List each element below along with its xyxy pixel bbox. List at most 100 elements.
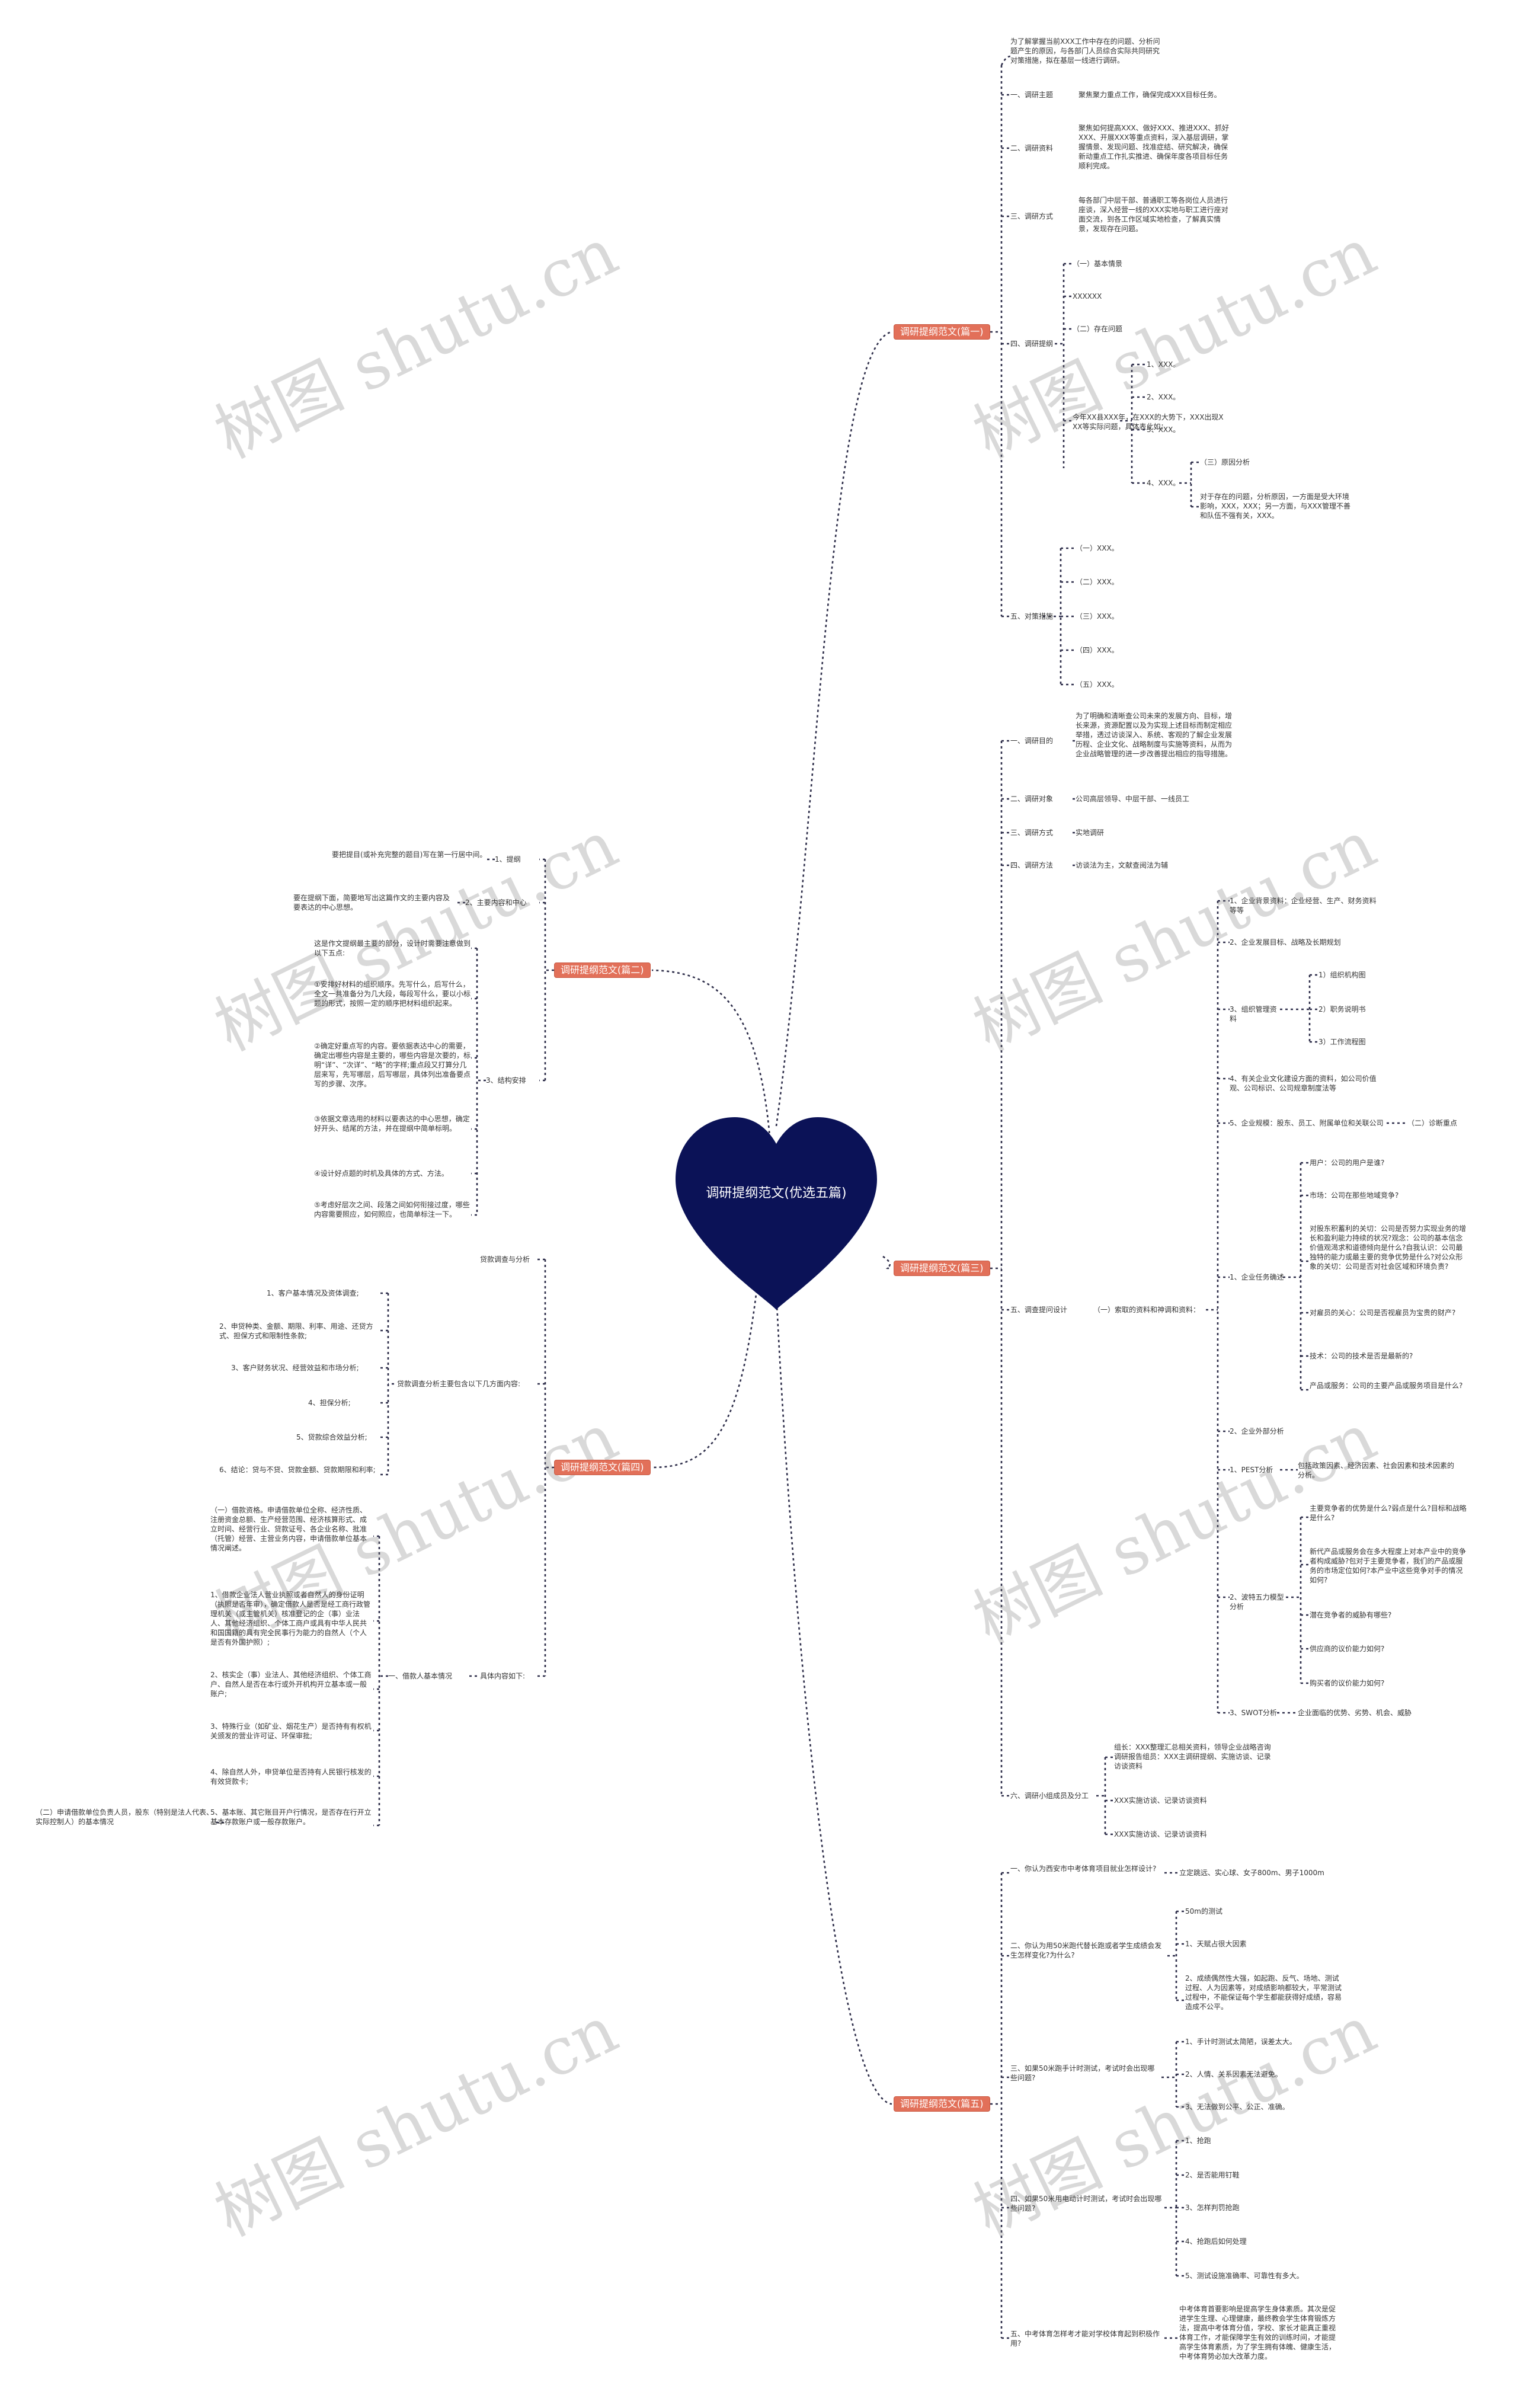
node-p3-t2b1[interactable]: 主要竞争者的优势是什么?弱点是什么?目标和战略是什么? [1310,1504,1467,1522]
node-p1-method-c[interactable]: 每各部门中层干部、普通职工等各岗位人员进行座谈，深入经营一线的XXX实地与职工进… [1078,196,1228,233]
node-p1-o2a3[interactable]: 3、XXX。 [1147,426,1180,434]
node-p3-team1[interactable]: 组长：XXX整理汇总相关资料，领导企业战略咨询调研报告组员：XXX主调研提纲、实… [1114,1743,1271,1770]
node-p5-q1a[interactable]: 立定跳远、实心球、女子800m、男子1000m [1179,1869,1324,1877]
node-p1-measure[interactable]: 五、对策措施 [1010,612,1054,621]
node-p4-m6[interactable]: 6、结论：贷与不贷、贷款金额、贷款期限和利率; [219,1466,376,1474]
node-p4-bottom[interactable]: 具体内容如下: [480,1672,526,1680]
node-p3-t2b[interactable]: 2、波特五力模型分析 [1230,1593,1284,1611]
node-p3-t2b3[interactable]: 潜在竞争者的威胁有哪些? [1310,1611,1392,1619]
node-p5-q1[interactable]: 一、你认为西安市中考体育项目就业怎样设计? [1010,1865,1157,1873]
node-p5-q2[interactable]: 二、你认为用50米跑代替长跑或者学生成绩会发生怎样变化?为什么? [1010,1942,1162,1959]
node-p3-t2b5[interactable]: 购买者的议价能力如何? [1310,1679,1385,1687]
node-p5-q3a[interactable]: 1、手计时测试太简陋，误差太大。 [1185,2038,1297,2046]
node-p3-t1d[interactable]: 对雇员的关心：公司是否视雇员为宝贵的财产? [1310,1309,1456,1317]
node-p1-o2a2[interactable]: 2、XXX。 [1147,393,1180,401]
node-p3-o3a[interactable]: 1）组织机构图 [1318,971,1366,979]
node-p1-o2a[interactable]: 今年XX县XXX年，在XXX的大势下，XXX出现XXX等实际问题，具体表此如： [1073,413,1224,431]
node-p3-t1a[interactable]: 用户：公司的用户是谁? [1310,1159,1385,1167]
branch-part-5[interactable]: 调研提纲范文(篇五) [894,2096,990,2112]
node-p2-3e[interactable]: ④设计好点题的时机及具体的方式、方法。 [314,1169,449,1178]
node-p3-team3[interactable]: XXX实施访谈、记录访谈资料 [1114,1830,1207,1838]
node-p3-o3b[interactable]: 2）职务说明书 [1318,1005,1366,1013]
node-p5-q4e[interactable]: 5、测试设施准确率、可靠性有多大。 [1185,2272,1304,2280]
node-p4-m1[interactable]: 1、客户基本情况及资体调查; [267,1289,359,1297]
node-p3-t1b[interactable]: 市场：公司在那些地域竞争? [1310,1191,1399,1200]
node-p1-m2[interactable]: （二）XXX。 [1076,578,1119,586]
node-p3-purpose[interactable]: 一、调研目的 [1010,737,1054,745]
node-p3-t1c[interactable]: 对股东积蓄利的关切：公司是否努力实现业务的增长和盈利能力持续的状况?观念：公司的… [1310,1224,1467,1271]
node-p3-o5a[interactable]: （二）诊断重点 [1407,1119,1458,1127]
node-p5-q5[interactable]: 五、中考体育怎样考才能对学校体育起到积极作用? [1010,2330,1160,2348]
node-p3-t1f[interactable]: 产品或服务：公司的主要产品或服务项目是什么? [1310,1382,1463,1390]
node-p5-q2a[interactable]: 50m的测试 [1185,1907,1222,1915]
node-p3-target-c[interactable]: 公司高层领导、中层干部、一线员工 [1076,795,1190,803]
node-p1-intro[interactable]: 为了解掌握当前XXX工作中存在的问题、分析问题产生的原因，与各部门人员综合实际共… [1010,37,1160,65]
node-p1-o1a[interactable]: XXXXXX [1073,292,1102,300]
node-p3-o5[interactable]: 5、企业规模：股东、员工、附属单位和关联公司 [1230,1119,1384,1127]
node-p5-q5a[interactable]: 中考体育首要影响是提高学生身体素质。其次是促进学生生理、心理健康，最终教会学生体… [1179,2305,1336,2361]
node-p2-3f[interactable]: ⑤考虑好层次之间、段落之间如何衔接过度，哪些内容需要照应，如何照应，也简单标注一… [314,1201,470,1219]
node-p4-b1[interactable]: 一、借款人基本情况 [388,1672,453,1680]
node-p4-m3[interactable]: 3、客户财务状况、经营效益和市场分析; [231,1364,359,1372]
node-p3-t2a[interactable]: 1、PEST分析 [1230,1466,1273,1474]
node-p4-b2[interactable]: （二）申请借款单位负责人员，股东（特别是法人代表、实际控制人）的基本情况 [36,1808,214,1826]
node-p3-o3[interactable]: 3、组织管理资料 [1230,1005,1277,1023]
node-p1-o2[interactable]: （二）存在问题 [1073,325,1123,333]
node-p3-t2b4[interactable]: 供应商的议价能力如何? [1310,1645,1385,1653]
node-p1-m1[interactable]: （一）XXX。 [1076,544,1119,552]
node-p3-t2[interactable]: 2、企业外部分析 [1230,1427,1284,1435]
node-p3-o2[interactable]: 2、企业发展目标、战略及长期规划 [1230,938,1341,946]
node-p4-m2[interactable]: 2、申贷种类、金额、期限、利率、用途、还贷方式、担保方式和限制性条款; [219,1322,373,1340]
node-p1-o2a4[interactable]: 4、XXX。 [1147,479,1180,487]
node-p2-3d[interactable]: ③依据文章选用的材料以要表达的中心思想，确定好开头、结尾的方法，并在提纲中简单标… [314,1115,470,1133]
node-p5-q4d[interactable]: 4、抢跑后如何处理 [1185,2237,1247,2246]
node-p5-q2b[interactable]: 1、天赋占很大因素 [1185,1940,1247,1948]
node-p5-q4a[interactable]: 1、抢跑 [1185,2137,1211,2145]
branch-part-4[interactable]: 调研提纲范文(篇四) [554,1460,651,1475]
node-p1-m3[interactable]: （三）XXX。 [1076,612,1119,621]
node-p4-top[interactable]: 贷款调查与分析 [480,1255,530,1264]
node-p4-b1c[interactable]: 2、核实企（事）业法人、其他经济组织、个体工商户、自然人是否在本行或外开机构开立… [210,1671,372,1698]
node-p4-b1f[interactable]: 5、基本账、其它账目开户行情况，是否存在行开立基本存款账户或一般存款账户。 [210,1808,372,1826]
node-p3-team2[interactable]: XXX实施访谈、记录访谈资料 [1114,1796,1207,1805]
node-p3-team[interactable]: 六、调研小组成员及分工 [1010,1792,1089,1800]
node-p2-3a[interactable]: 这是作文提纲最主要的部分，设计时需要注意做到以下五点: [314,939,471,957]
node-p2-3c[interactable]: ②确定好重点写的内容。要依据表达中心的需要，确定出哪些内容是主要的，哪些内容是次… [314,1042,471,1088]
node-p1-theme[interactable]: 一、调研主题 [1010,91,1054,99]
node-p1-outline[interactable]: 四、调研提纲 [1010,340,1054,348]
node-p4-mid[interactable]: 贷款调查分析主要包含以下几方面内容: [397,1380,521,1388]
node-p4-b1a[interactable]: （一）借款资格。申请借款单位全称、经济性质、注册资金总额、生产经营范围、经济核算… [210,1506,367,1552]
node-p1-o2a1[interactable]: 1、XXX。 [1147,360,1180,369]
node-p3-visit[interactable]: 四、调研方法 [1010,861,1054,869]
node-p5-q2c[interactable]: 2、成绩偶然性大强，如起跑、反气、场地、测试过程、人为因素等，对成绩影响都较大，… [1185,1974,1342,2011]
node-p3-outline-c[interactable]: （一）索取的资料和神调和资料： [1093,1306,1201,1314]
node-p5-q3c[interactable]: 3、无法做到公平、公正、准确。 [1185,2103,1289,2111]
branch-part-1[interactable]: 调研提纲范文(篇一) [894,324,990,340]
node-p4-b1d[interactable]: 3、特殊行业（如矿业、烟花生产）是否持有有权机关颁发的营业许可证、环保审批; [210,1722,372,1740]
node-p3-target[interactable]: 二、调研对象 [1010,795,1054,803]
node-p3-o4[interactable]: 4、有关企业文化建设方面的资料，如公司价值观、公司标识、公司规章制度法等 [1230,1075,1377,1092]
node-p5-q4[interactable]: 四、如果50米用电动计时测试，考试时会出现哪些问题? [1010,2195,1162,2212]
node-p1-theme-c[interactable]: 聚焦聚力重点工作，确保完成XXX目标任务。 [1078,91,1221,99]
node-p2-2[interactable]: 2、主要内容和中心 [465,898,527,907]
node-p3-o1[interactable]: 1、企业背景资料：企业经营、生产、财务资料等等 [1230,897,1377,914]
node-p1-o3[interactable]: （三）原因分析 [1200,458,1250,466]
node-p4-b1e[interactable]: 4、除自然人外，申贷单位是否持有人民银行核发的有效贷款卡; [210,1768,372,1786]
node-p2-3[interactable]: 3、结构安排 [486,1076,526,1085]
node-p3-o3c[interactable]: 3）工作流程图 [1318,1038,1366,1046]
node-p2-1[interactable]: 1、提纲 [495,855,521,864]
node-p1-m5[interactable]: （五）XXX。 [1076,680,1119,689]
node-p1-m4[interactable]: （四）XXX。 [1076,646,1119,654]
node-p5-q3b[interactable]: 2、人情、关系因素无法避免。 [1185,2070,1282,2078]
node-p3-visit-c[interactable]: 访谈法为主，文献查阅法为辅 [1076,861,1169,869]
branch-part-3[interactable]: 调研提纲范文(篇三) [894,1261,990,1276]
node-p2-3b[interactable]: ①安排好材料的组织顺序。先写什么，后写什么，全文一共准备分为几大段，每段写什么，… [314,980,471,1008]
node-p1-data-c[interactable]: 聚焦如何提高XXX、做好XXX、推进XXX、抓好XXX、开展XXX等重点资料，深… [1078,124,1229,170]
node-p1-method[interactable]: 三、调研方式 [1010,212,1054,220]
node-p3-way[interactable]: 三、调研方式 [1010,829,1054,837]
node-p3-t2c1[interactable]: 企业面临的优势、劣势、机会、威胁 [1298,1709,1412,1717]
node-p3-outline[interactable]: 五、调查提问设计 [1010,1306,1068,1314]
node-p3-t2b2[interactable]: 新代产品或服务会在多大程度上对本产业中的竞争者构成威胁?包对于主要竞争者，我们的… [1310,1547,1467,1584]
node-p5-q4b[interactable]: 2、是否能用钉鞋 [1185,2171,1240,2179]
node-p3-purpose-c[interactable]: 为了明确和清晰查公司未来的发展方向、目标，增长来源，资源配置以及为实现上述目标而… [1076,712,1233,758]
